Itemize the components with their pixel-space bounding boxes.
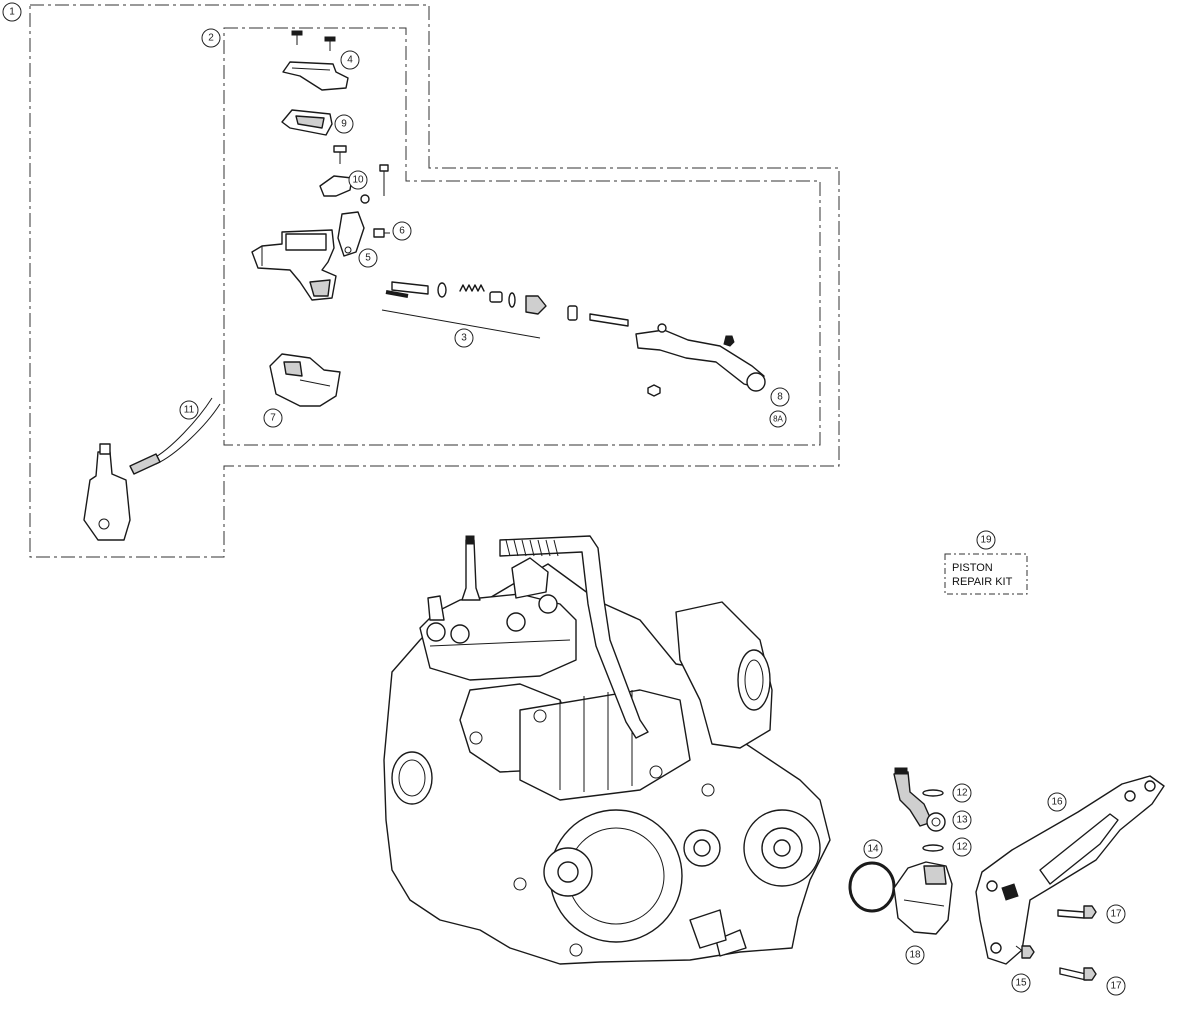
diaphragm bbox=[281, 109, 333, 136]
callout-3: 3 bbox=[454, 328, 474, 348]
reservoir-cover bbox=[282, 61, 349, 91]
svg-text:12: 12 bbox=[956, 788, 968, 799]
group-frame-1 bbox=[29, 4, 840, 558]
engine-assembly bbox=[383, 535, 831, 965]
hand-lever bbox=[635, 323, 766, 397]
group-frame-2 bbox=[223, 27, 821, 446]
sprocket-cover-plate bbox=[975, 775, 1165, 965]
piston-repair-kit-box bbox=[944, 553, 1028, 595]
svg-text:14: 14 bbox=[867, 844, 879, 855]
callout-9: 9 bbox=[334, 114, 354, 134]
svg-text:16: 16 bbox=[1051, 797, 1063, 808]
svg-text:5: 5 bbox=[365, 253, 371, 264]
callout-2: 2 bbox=[201, 28, 221, 48]
callout-10: 10 bbox=[348, 170, 368, 190]
callout-7: 7 bbox=[263, 408, 283, 428]
svg-text:3: 3 bbox=[461, 333, 467, 344]
slave-cylinder bbox=[83, 443, 131, 541]
clamp-part bbox=[319, 175, 370, 204]
svg-text:13: 13 bbox=[956, 815, 968, 826]
callout-14: 14 bbox=[863, 839, 883, 859]
svg-text:4: 4 bbox=[347, 55, 353, 66]
svg-text:1: 1 bbox=[9, 7, 15, 18]
callout-15: 15 bbox=[1011, 973, 1031, 993]
bolt-15 bbox=[1015, 945, 1035, 959]
svg-text:11: 11 bbox=[184, 405, 195, 416]
svg-text:6: 6 bbox=[399, 226, 405, 237]
svg-text:17: 17 bbox=[1110, 981, 1122, 992]
callout-5: 5 bbox=[358, 248, 378, 268]
svg-text:8A: 8A bbox=[773, 415, 783, 424]
clutch-hose bbox=[129, 397, 221, 475]
callout-8: 8 bbox=[770, 387, 790, 407]
svg-text:10: 10 bbox=[352, 175, 364, 186]
piston-assembly bbox=[385, 281, 629, 327]
callout-12-bottom: 12 bbox=[952, 837, 972, 857]
washer-bottom bbox=[922, 844, 944, 852]
master-cylinder-body bbox=[251, 211, 365, 301]
callout-18: 18 bbox=[905, 945, 925, 965]
callout-11: 11 bbox=[179, 400, 199, 420]
kit-label-line2: REPAIR KIT bbox=[952, 576, 1013, 588]
callout-17-upper: 17 bbox=[1106, 904, 1126, 924]
reservoir-cap-assembly bbox=[269, 353, 341, 407]
callout-4: 4 bbox=[340, 50, 360, 70]
slave-housing bbox=[893, 861, 953, 935]
svg-text:17: 17 bbox=[1110, 909, 1122, 920]
callout-12-top: 12 bbox=[952, 783, 972, 803]
callout-13: 13 bbox=[952, 810, 972, 830]
leader-3 bbox=[381, 309, 541, 339]
bolt-17-upper bbox=[1057, 905, 1097, 919]
callout-8a: 8A bbox=[769, 410, 787, 428]
bleed-screw bbox=[373, 228, 390, 238]
clamp-screw bbox=[333, 145, 389, 196]
svg-text:19: 19 bbox=[980, 535, 992, 546]
screws-top bbox=[291, 30, 336, 51]
callout-6: 6 bbox=[392, 221, 412, 241]
svg-text:8: 8 bbox=[777, 392, 783, 403]
callout-17-lower: 17 bbox=[1106, 976, 1126, 996]
svg-text:2: 2 bbox=[208, 33, 214, 44]
svg-text:15: 15 bbox=[1015, 978, 1027, 989]
washer-top bbox=[922, 789, 944, 797]
svg-text:12: 12 bbox=[956, 842, 968, 853]
banjo-fitting bbox=[893, 767, 946, 832]
svg-text:7: 7 bbox=[270, 413, 276, 424]
svg-text:18: 18 bbox=[909, 950, 921, 961]
kit-label-line1: PISTON bbox=[952, 562, 993, 574]
callout-16: 16 bbox=[1047, 792, 1067, 812]
svg-text:9: 9 bbox=[341, 119, 347, 130]
o-ring bbox=[848, 861, 896, 913]
callout-19: 19 bbox=[976, 530, 996, 550]
callout-1: 1 bbox=[2, 2, 22, 22]
bolt-17-lower bbox=[1059, 967, 1097, 981]
